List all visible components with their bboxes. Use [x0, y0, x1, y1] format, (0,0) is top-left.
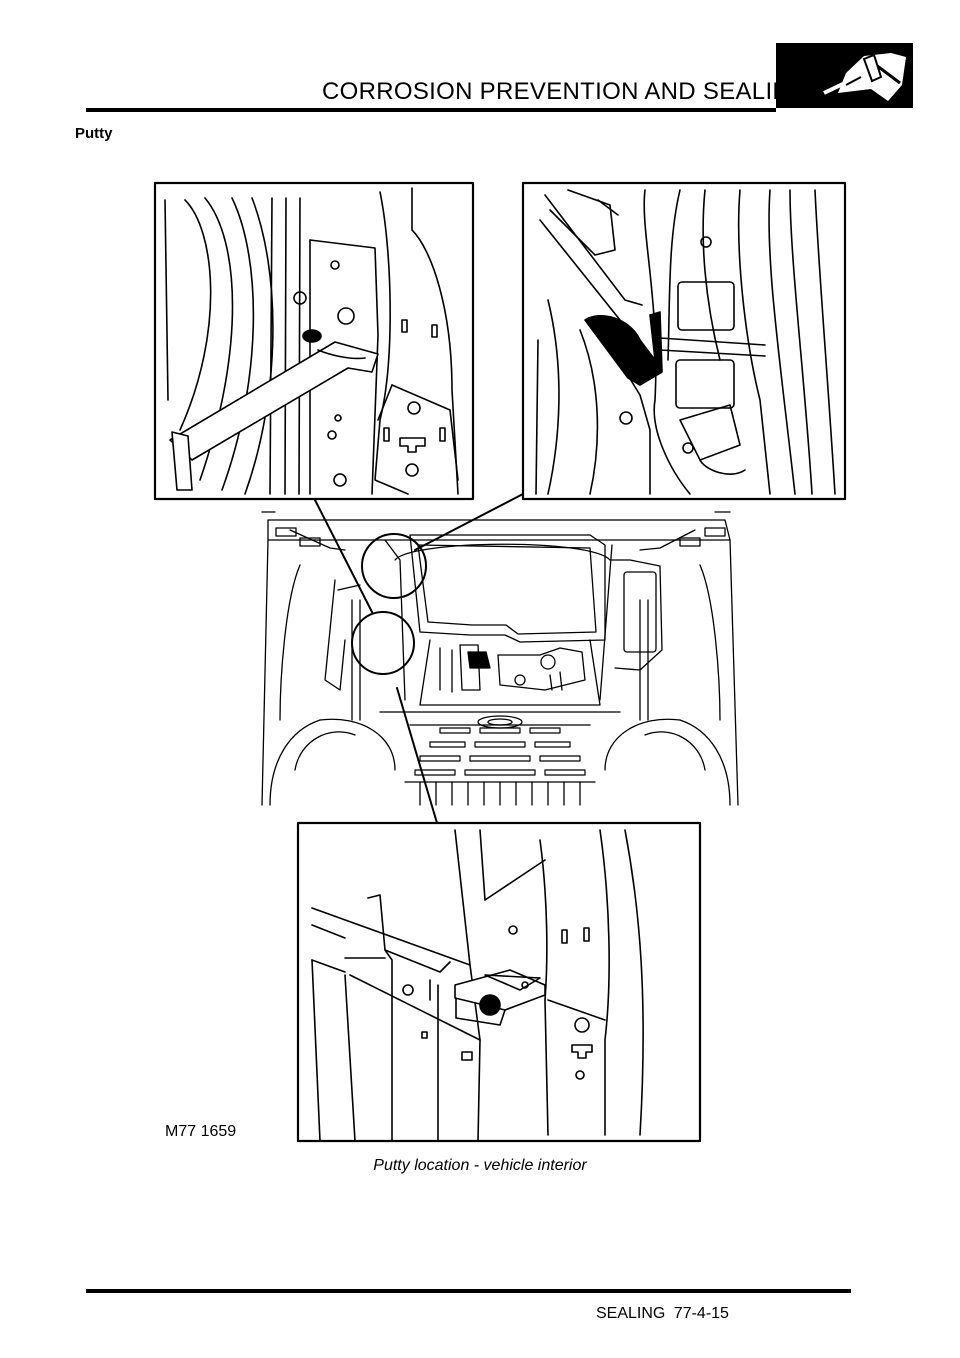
inset-upper-right	[521, 181, 847, 501]
figure-caption: Putty location - vehicle interior	[373, 1157, 587, 1174]
footer-rule	[86, 1289, 851, 1293]
header-rule	[86, 108, 776, 112]
figure-reference-code: M77 1659	[165, 1123, 237, 1140]
leader-lines	[314, 493, 524, 824]
inset-upper-left	[153, 181, 475, 501]
page-header-title: CORROSION PREVENTION AND SEALING	[322, 78, 810, 105]
section-hammer-wing-icon	[776, 43, 913, 108]
page-reference: SEALING 77-4-15	[596, 1305, 729, 1322]
section-heading: Putty	[75, 125, 113, 142]
vehicle-interior-view	[261, 511, 739, 806]
detail-callout-circles	[351, 533, 427, 675]
inset-lower	[296, 821, 702, 1143]
